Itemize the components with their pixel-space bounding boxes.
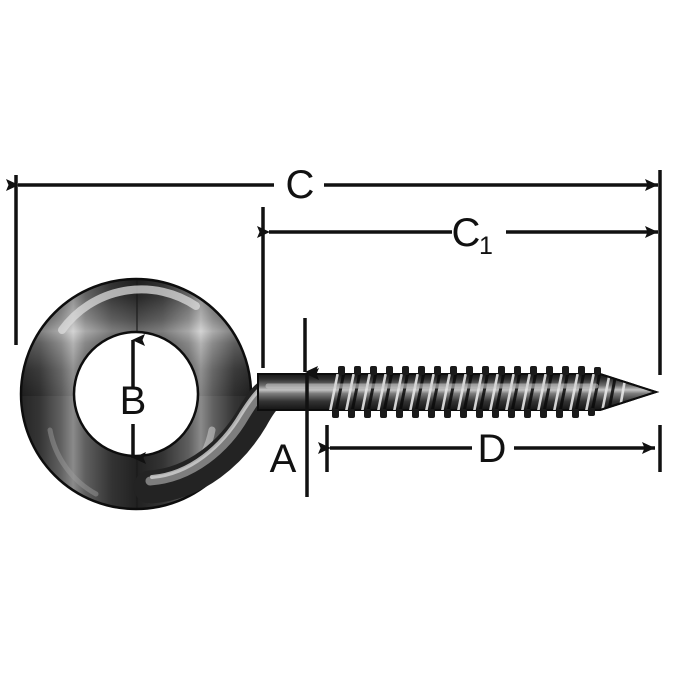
dimension-label-C: C — [286, 163, 315, 207]
thread-crests-top — [338, 366, 601, 375]
screw-eye-part — [19, 277, 660, 511]
dimension-label-D: D — [478, 427, 507, 471]
dimension-label-B: B — [120, 379, 147, 423]
dimension-label-A: A — [270, 437, 297, 481]
dimension-label-C1: C — [452, 211, 481, 255]
dimension-C1: C 1 — [257, 211, 658, 260]
dimension-annotations: C C 1 B A — [5, 163, 662, 497]
dimension-C: C — [5, 163, 658, 207]
dimension-B: B — [120, 334, 147, 464]
dimension-A: A — [270, 368, 319, 497]
thread-crests-bottom — [332, 408, 595, 418]
dimension-label-C1-subscript: 1 — [479, 232, 493, 260]
dimension-D: D — [318, 427, 655, 471]
screw-shank — [257, 366, 660, 418]
